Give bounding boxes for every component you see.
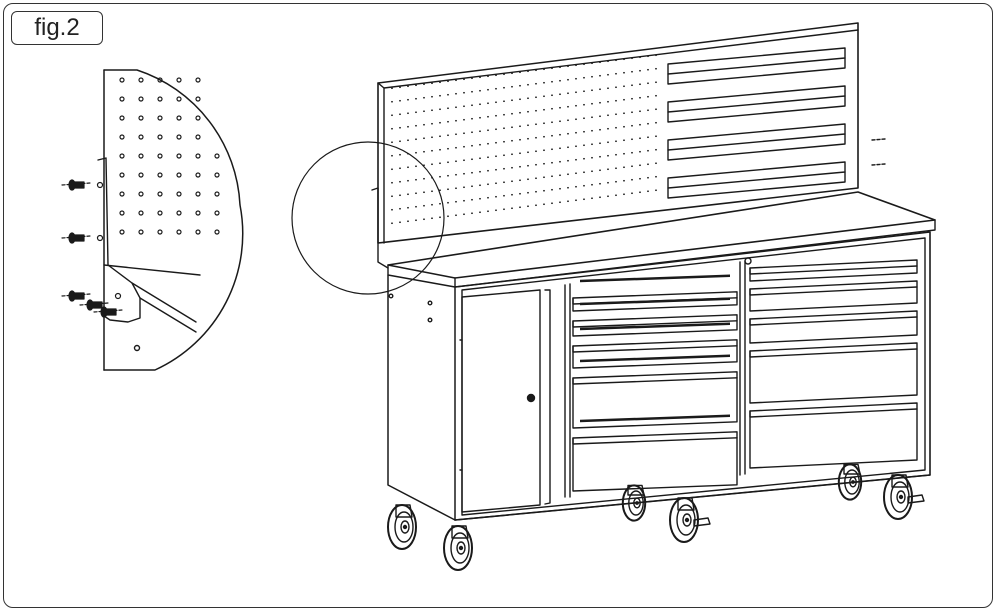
screws-detail (61, 179, 123, 318)
caster-wheel (837, 463, 863, 501)
detail-callout (61, 69, 244, 371)
detail-highlight-circle (291, 141, 445, 295)
drawer-stack (572, 259, 918, 492)
pegboard-panel (377, 22, 886, 244)
lock-icon (744, 257, 752, 265)
casters (387, 463, 925, 571)
worktop (387, 191, 936, 288)
caster-wheel (443, 525, 473, 571)
cabinet-door (459, 289, 551, 513)
figure-frame (3, 3, 993, 608)
figure-label: fig.2 (11, 11, 103, 45)
pegboard-holes-detail (119, 77, 220, 235)
workbench (371, 22, 936, 521)
caster-wheel (621, 484, 647, 522)
caster-wheel (387, 504, 417, 550)
